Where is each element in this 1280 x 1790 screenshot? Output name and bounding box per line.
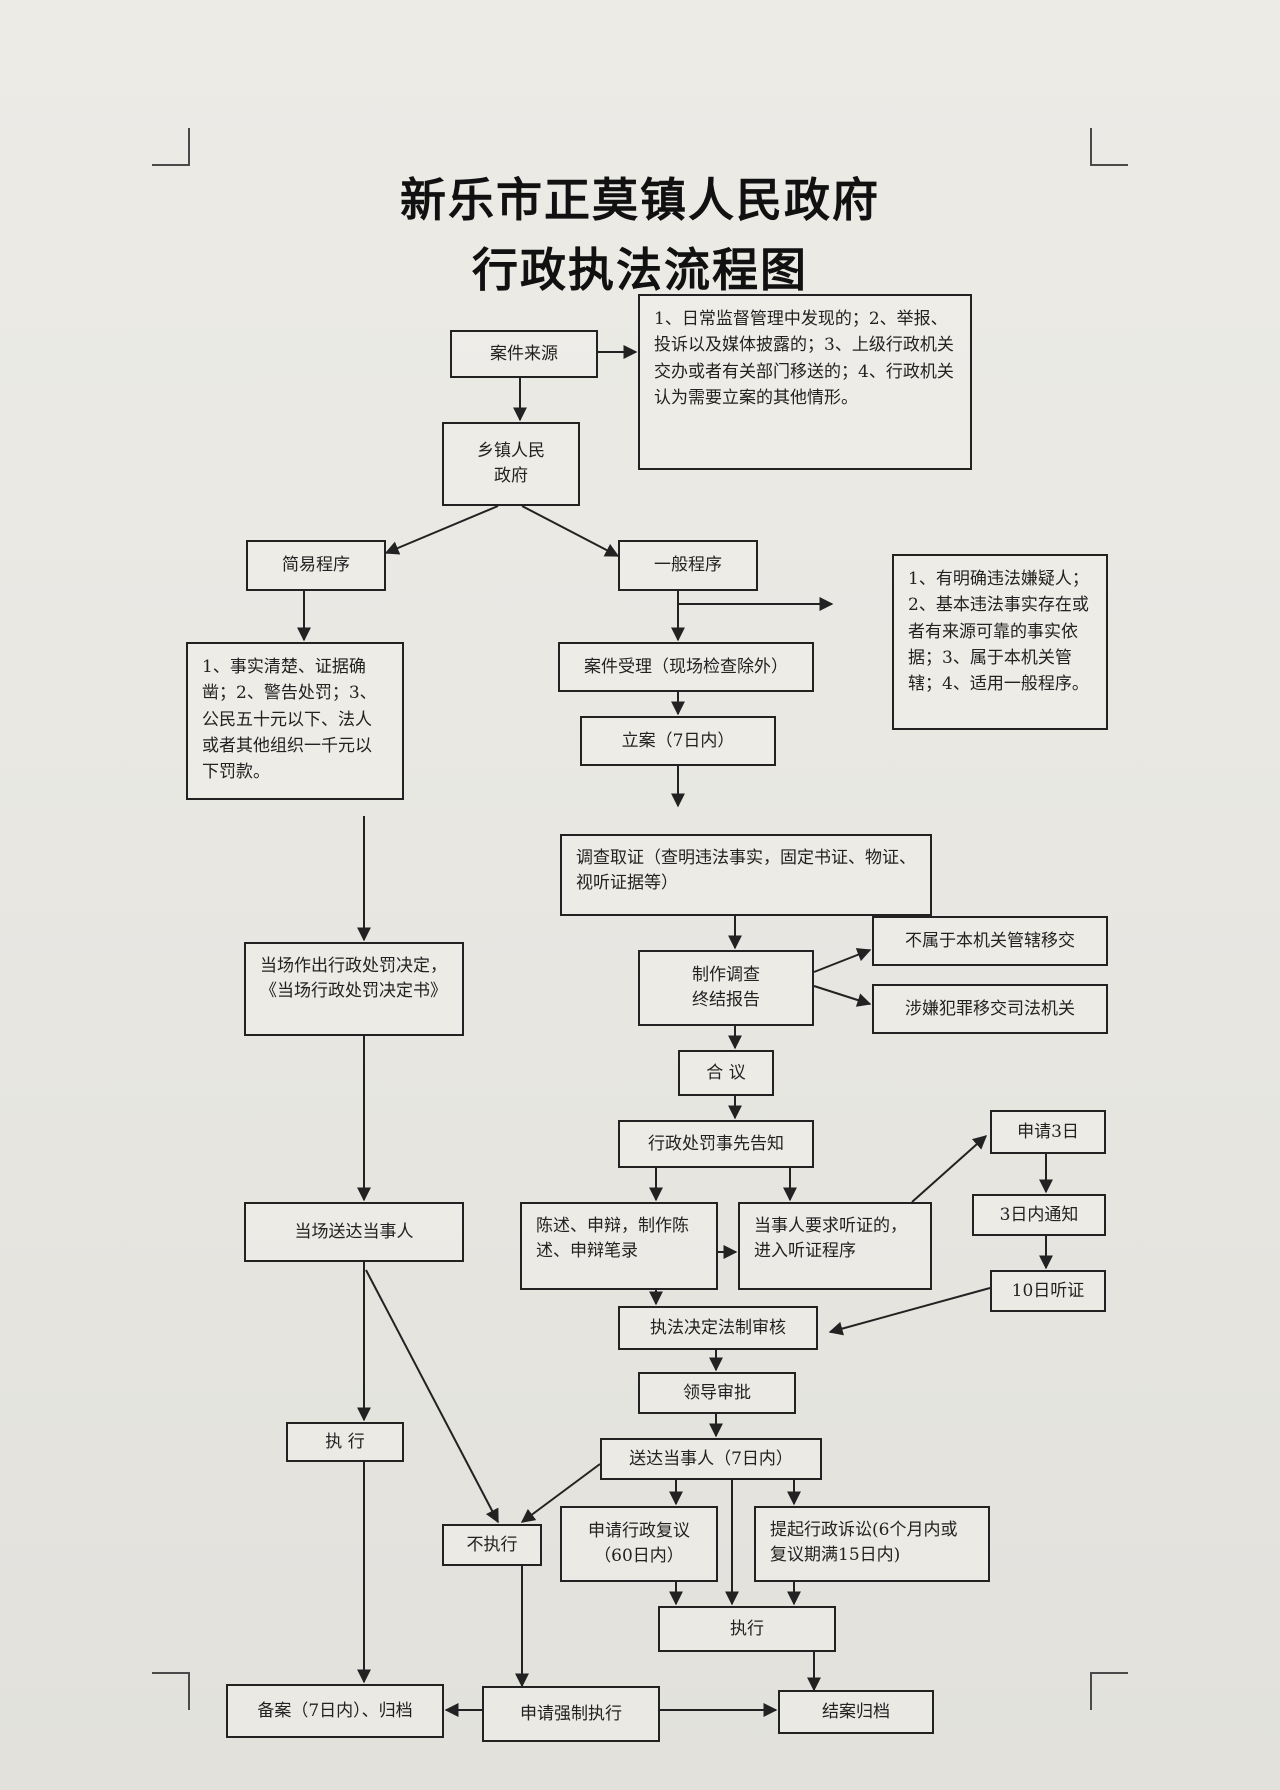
node-close-archive: 结案归档 — [778, 1690, 934, 1734]
node-general-note: 1、有明确违法嫌疑人；2、基本违法事实存在或者有来源可靠的事实依据；3、属于本机… — [892, 554, 1108, 730]
arrow-delivery7-to-notexecute — [520, 1463, 601, 1523]
node-prior-notice: 行政处罚事先告知 — [618, 1120, 814, 1168]
node-investigation: 调查取证（查明违法事实，固定书证、物证、视听证据等） — [560, 834, 932, 916]
node-general-procedure: 一般程序 — [618, 540, 758, 591]
diagram-title-line1: 新乐市正莫镇人民政府 — [400, 173, 880, 227]
arrow-hearing10-to-review — [828, 1287, 991, 1336]
node-simple-procedure: 简易程序 — [246, 540, 386, 591]
arrow-hearing-to-apply — [911, 1135, 988, 1203]
arrow-township-to-general — [521, 505, 620, 557]
node-township-gov: 乡镇人民 政府 — [442, 422, 580, 506]
node-hearing-request: 当事人要求听证的，进入听证程序 — [738, 1202, 932, 1290]
node-apply-3days: 申请3日 — [990, 1110, 1106, 1154]
arrow-delivery-to-notexecute — [365, 1269, 499, 1524]
node-case-accept: 案件受理（现场检查除外） — [558, 642, 814, 692]
node-legal-review: 执法决定法制审核 — [618, 1306, 818, 1350]
node-crime-transfer: 涉嫌犯罪移交司法机关 — [872, 984, 1108, 1034]
node-execute-center: 执行 — [658, 1606, 836, 1652]
node-lawsuit: 提起行政诉讼(6个月内或复议期满15日内) — [754, 1506, 990, 1582]
node-not-execute: 不执行 — [442, 1524, 542, 1566]
node-statement: 陈述、申辩，制作陈述、申辩笔录 — [520, 1202, 718, 1290]
node-execute-left: 执 行 — [286, 1422, 404, 1462]
crop-mark-top-right — [1090, 128, 1128, 166]
node-enforce: 申请强制执行 — [482, 1686, 660, 1742]
node-leader-approval: 领导审批 — [638, 1372, 796, 1414]
node-hearing-10days: 10日听证 — [990, 1270, 1106, 1312]
crop-mark-top-left — [152, 128, 190, 166]
node-report: 制作调查 终结报告 — [638, 950, 814, 1026]
node-archive: 备案（7日内）、归档 — [226, 1684, 444, 1738]
node-notify-3days: 3日内通知 — [972, 1194, 1106, 1236]
node-case-source: 案件来源 — [450, 330, 598, 378]
crop-mark-bottom-right — [1090, 1672, 1128, 1710]
node-deliberation: 合 议 — [678, 1050, 774, 1096]
node-reconsideration: 申请行政复议（60日内） — [560, 1506, 718, 1582]
crop-mark-bottom-left — [152, 1672, 190, 1710]
node-delivery-7days: 送达当事人（7日内） — [600, 1438, 822, 1480]
node-onsite-delivery: 当场送达当事人 — [244, 1202, 464, 1262]
node-simple-note: 1、事实清楚、证据确凿；2、警告处罚；3、公民五十元以下、法人或者其他组织一千元… — [186, 642, 404, 800]
arrow-report-to-crime — [813, 985, 872, 1007]
node-filing: 立案（7日内） — [580, 716, 776, 766]
diagram-title-line2: 行政执法流程图 — [472, 243, 808, 297]
node-not-jurisdiction: 不属于本机关管辖移交 — [872, 916, 1108, 966]
node-source-note: 1、日常监督管理中发现的；2、举报、投诉以及媒体披露的；3、上级行政机关交办或者… — [638, 294, 972, 470]
node-onsite-decision: 当场作出行政处罚决定，《当场行政处罚决定书》 — [244, 942, 464, 1036]
arrow-township-to-simple — [384, 505, 499, 555]
arrow-report-to-notjurisdiction — [813, 948, 872, 973]
